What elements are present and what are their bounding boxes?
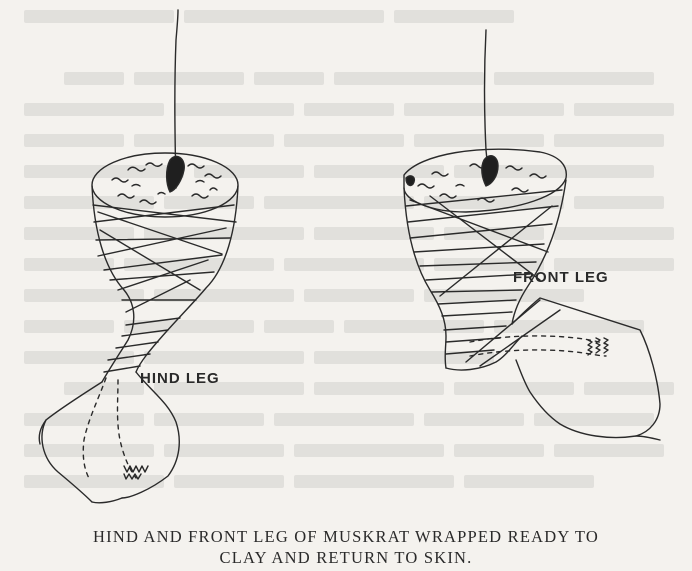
figure-caption: HIND AND FRONT LEG OF MUSKRAT WRAPPED RE… [0, 526, 692, 568]
caption-line-2: CLAY AND RETURN TO SKIN. [0, 547, 692, 568]
front-leg-drawing [404, 30, 660, 440]
hind-leg-drawing [39, 10, 238, 503]
front-leg-label: FRONT LEG [513, 269, 609, 286]
caption-line-1: HIND AND FRONT LEG OF MUSKRAT WRAPPED RE… [0, 526, 692, 547]
muskrat-legs-illustration: HIND LEG FRONT LEG [0, 0, 692, 520]
hind-leg-label: HIND LEG [140, 370, 220, 387]
